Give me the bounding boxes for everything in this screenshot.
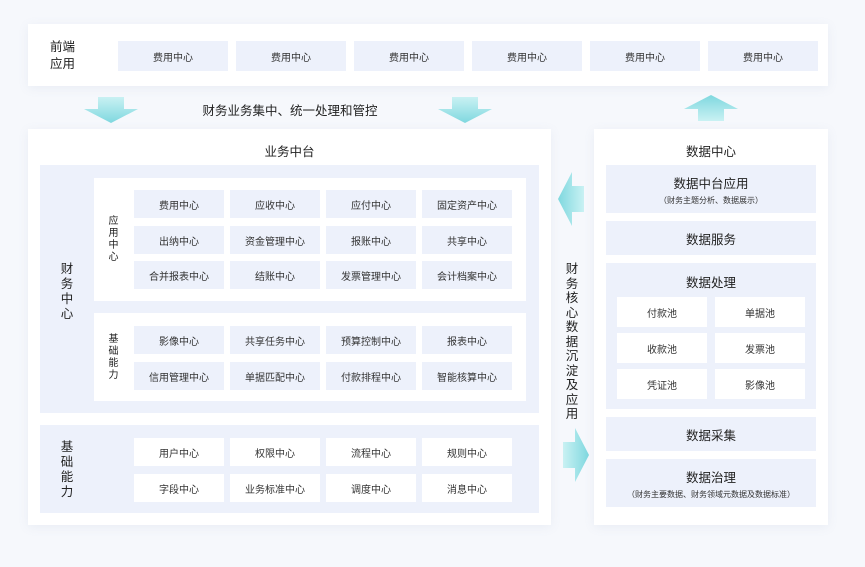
data-pool-tile[interactable]: 发票池 — [715, 333, 805, 363]
app-center-tile[interactable]: 出纳中心 — [134, 226, 224, 254]
data-center-title: 数据中心 — [685, 144, 736, 159]
base-capability-tile[interactable]: 规则中心 — [422, 438, 512, 466]
base-capability-tile[interactable]: 用户中心 — [134, 438, 224, 466]
data-pool-tile[interactable]: 付款池 — [617, 297, 707, 327]
finance-base-tile[interactable]: 共享任务中心 — [230, 326, 320, 354]
finance-base-tile[interactable]: 报表中心 — [422, 326, 512, 354]
base-capability-tile[interactable]: 调度中心 — [326, 474, 416, 502]
base-capability-tile[interactable]: 消息中心 — [422, 474, 512, 502]
frontend-tile[interactable]: 费用中心 — [708, 41, 818, 71]
data-collection-box[interactable]: 数据采集 — [606, 417, 816, 451]
data-processing-title: 数据处理 — [685, 275, 736, 290]
finance-base-tile[interactable]: 单据匹配中心 — [230, 362, 320, 390]
app-center-tile[interactable]: 会计档案中心 — [422, 261, 512, 289]
frontend-tile[interactable]: 费用中心 — [472, 41, 582, 71]
app-center-label: 应用中心 — [108, 216, 119, 263]
up-arrow-icon — [684, 95, 738, 121]
data-app-title: 数据中台应用 — [673, 175, 749, 191]
app-center-tile[interactable]: 应收中心 — [230, 190, 320, 218]
left-arrow-icon — [558, 172, 584, 226]
base-capability-tile[interactable]: 权限中心 — [230, 438, 320, 466]
base-capability-label: 基础能力 — [60, 439, 74, 499]
data-governance-title: 数据治理 — [685, 469, 736, 485]
finance-base-tile[interactable]: 影像中心 — [134, 326, 224, 354]
data-center-panel: 数据中心 数据中台应用 （财务主题分析、数据展示） 数据服务 数据处理 付款池 … — [594, 129, 828, 525]
finance-base-tile[interactable]: 智能核算中心 — [422, 362, 512, 390]
app-center-tile[interactable]: 费用中心 — [134, 190, 224, 218]
data-pool-tile[interactable]: 单据池 — [715, 297, 805, 327]
frontend-tile[interactable]: 费用中心 — [590, 41, 700, 71]
data-pool-tile[interactable]: 影像池 — [715, 369, 805, 399]
data-pool-tile[interactable]: 收款池 — [617, 333, 707, 363]
side-caption: 财务核心数据沉淀及应用 — [565, 261, 579, 421]
base-capability-tile[interactable]: 流程中心 — [326, 438, 416, 466]
app-center-tile[interactable]: 结账中心 — [230, 261, 320, 289]
app-center-tile[interactable]: 共享中心 — [422, 226, 512, 254]
right-arrow-icon — [563, 428, 589, 482]
frontend-tile[interactable]: 费用中心 — [118, 41, 228, 71]
app-center-tile[interactable]: 资金管理中心 — [230, 226, 320, 254]
base-capability-tile[interactable]: 业务标准中心 — [230, 474, 320, 502]
frontend-tile[interactable]: 费用中心 — [354, 41, 464, 71]
finance-base-tile[interactable]: 信用管理中心 — [134, 362, 224, 390]
data-app-sub: （财务主题分析、数据展示） — [659, 195, 763, 205]
data-service-title: 数据服务 — [685, 231, 736, 247]
base-capability-tile[interactable]: 字段中心 — [134, 474, 224, 502]
data-collection-title: 数据采集 — [685, 427, 736, 443]
app-center-tile[interactable]: 发票管理中心 — [326, 261, 416, 289]
finance-center-label: 财务中心 — [60, 261, 74, 321]
data-app-box[interactable]: 数据中台应用 （财务主题分析、数据展示） — [606, 165, 816, 213]
app-center-tile[interactable]: 报账中心 — [326, 226, 416, 254]
down-arrow-icon — [438, 97, 492, 123]
finance-base-label: 基础能力 — [108, 334, 119, 381]
data-governance-sub: （财务主要数据、财务领域元数据及数据标准） — [627, 489, 795, 499]
data-governance-box[interactable]: 数据治理 （财务主要数据、财务领域元数据及数据标准） — [606, 459, 816, 507]
frontend-tile[interactable]: 费用中心 — [236, 41, 346, 71]
flow-caption: 财务业务集中、统一处理和管控 — [202, 103, 378, 118]
finance-base-tile[interactable]: 付款排程中心 — [326, 362, 416, 390]
app-center-tile[interactable]: 固定资产中心 — [422, 190, 512, 218]
biz-platform-title: 业务中台 — [264, 144, 315, 159]
finance-base-tile[interactable]: 预算控制中心 — [326, 326, 416, 354]
frontend-label: 前端应用 — [50, 39, 76, 71]
data-pool-tile[interactable]: 凭证池 — [617, 369, 707, 399]
frontend-panel: 前端应用 费用中心 费用中心 费用中心 费用中心 费用中心 费用中心 — [28, 24, 828, 86]
data-service-box[interactable]: 数据服务 — [606, 221, 816, 255]
app-center-tile[interactable]: 合并报表中心 — [134, 261, 224, 289]
down-arrow-icon — [84, 97, 138, 123]
data-processing-box: 数据处理 付款池 单据池 收款池 发票池 凭证池 影像池 — [606, 263, 816, 409]
app-center-tile[interactable]: 应付中心 — [326, 190, 416, 218]
